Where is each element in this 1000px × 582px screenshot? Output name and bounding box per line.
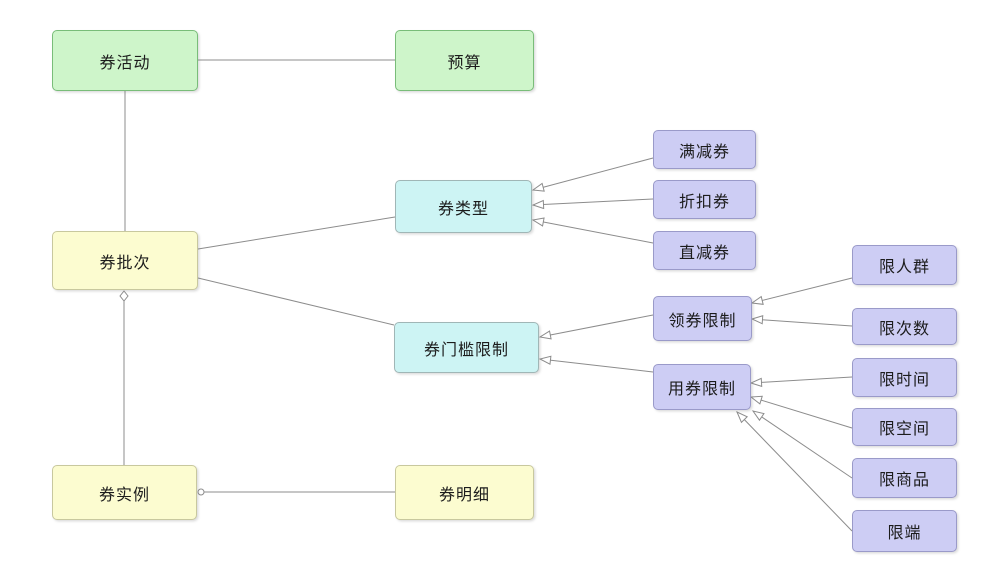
node-limit-channel: 限端: [852, 510, 957, 552]
edge-claim-coupon-limit-coupon-threshold-limit: [538, 314, 654, 340]
edge-coupon-batch-coupon-type: [197, 216, 396, 250]
node-coupon-detail: 券明细: [395, 465, 534, 520]
edge-use-coupon-limit-coupon-threshold-limit: [538, 355, 654, 373]
node-use-coupon-limit: 用券限制: [653, 364, 751, 410]
node-limit-space: 限空间: [852, 408, 957, 446]
node-budget: 预算: [395, 30, 534, 91]
edge-full-reduction-coupon-coupon-type: [531, 157, 654, 192]
node-coupon-threshold-limit: 券门槛限制: [394, 322, 539, 373]
node-discount-coupon: 折扣券: [653, 180, 756, 219]
node-limit-times: 限次数: [852, 308, 957, 345]
edge-discount-coupon-coupon-type: [531, 198, 654, 210]
node-limit-user-group: 限人群: [852, 245, 957, 285]
node-direct-reduction-coupon: 直减券: [653, 231, 756, 270]
edge-limit-user-group-claim-coupon-limit: [750, 277, 853, 305]
edge-limit-channel-use-coupon-limit: [736, 410, 853, 532]
edge-limit-time-use-coupon-limit: [749, 376, 853, 388]
aggregation-circle-icon: [197, 488, 205, 496]
node-coupon-activity: 券活动: [52, 30, 198, 91]
node-full-reduction-coupon: 满减券: [653, 130, 756, 169]
aggregation-diamond-icon: [119, 290, 129, 302]
edge-direct-reduction-coupon-coupon-type: [531, 217, 654, 244]
node-claim-coupon-limit: 领券限制: [653, 296, 752, 341]
edge-limit-space-use-coupon-limit: [749, 395, 853, 429]
node-coupon-batch: 券批次: [52, 231, 198, 290]
edge-limit-times-claim-coupon-limit: [750, 315, 853, 327]
node-limit-time: 限时间: [852, 358, 957, 397]
node-coupon-instance: 券实例: [52, 465, 197, 520]
edge-limit-product-use-coupon-limit: [751, 410, 853, 479]
edge-coupon-batch-coupon-threshold-limit: [197, 277, 395, 326]
node-limit-product: 限商品: [852, 458, 957, 498]
node-coupon-type: 券类型: [395, 180, 532, 233]
